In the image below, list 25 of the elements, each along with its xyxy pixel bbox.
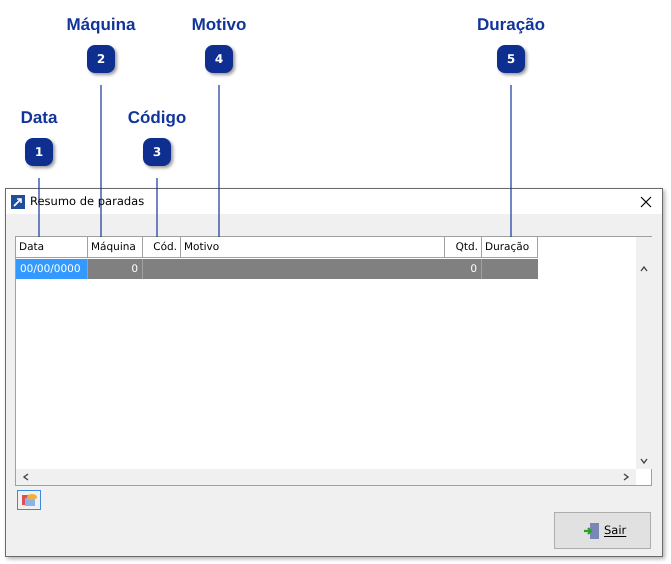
exit-button — [554, 512, 651, 549]
leader-line — [218, 85, 220, 237]
column-header: Data — [16, 237, 88, 258]
callout-title: Máquina — [66, 15, 136, 35]
column-header: Cód. — [143, 237, 181, 258]
leader-line — [510, 85, 512, 237]
selected-cell: 00/00/0000 — [16, 259, 88, 279]
leader-line — [156, 178, 158, 237]
callout-title: Código — [126, 108, 188, 128]
callout-title: Data — [20, 108, 58, 128]
column-header: Motivo — [181, 237, 445, 258]
column-header: Duração — [482, 237, 538, 258]
callout-number: 5 — [497, 45, 525, 73]
callout-title: Motivo — [190, 15, 248, 35]
button-label: Sair — [604, 523, 626, 537]
column-header: Qtd. — [445, 237, 482, 258]
callout-number: 4 — [205, 45, 233, 73]
column-header: Máquina — [88, 237, 143, 258]
leader-line — [38, 178, 40, 237]
leader-line — [100, 85, 102, 237]
callout-number: 1 — [25, 138, 53, 166]
callout-title: Duração — [476, 15, 546, 35]
callout-number: 3 — [143, 138, 171, 166]
dialog-window — [5, 188, 663, 557]
callout-number: 2 — [87, 45, 115, 73]
